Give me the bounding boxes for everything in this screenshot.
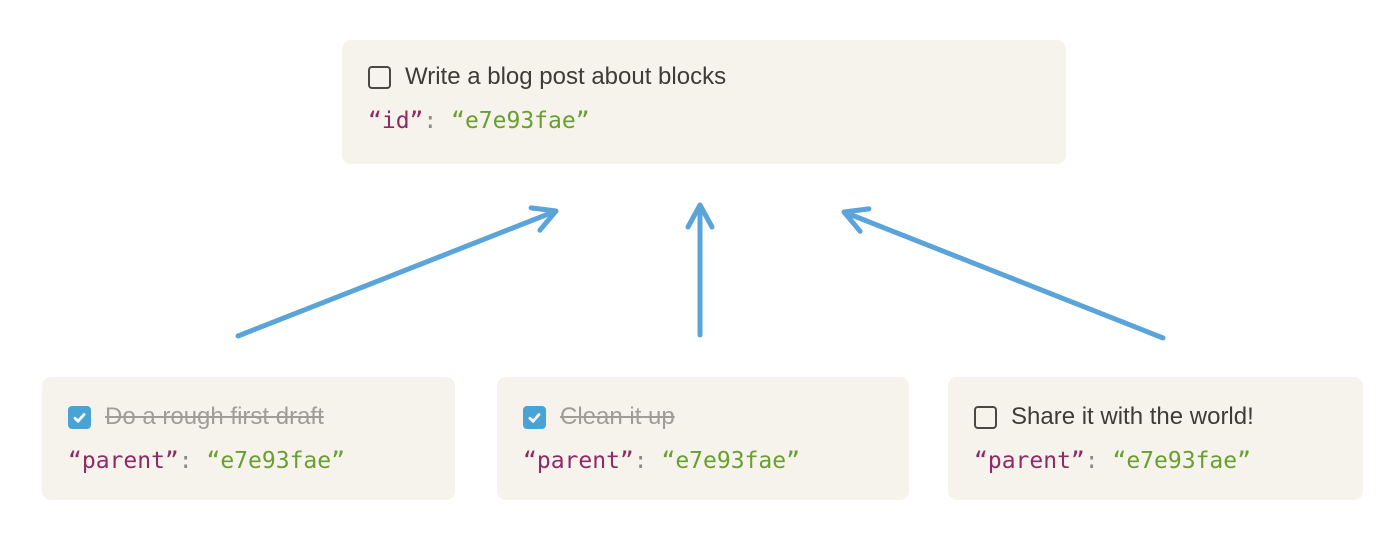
- task-checkbox[interactable]: [523, 405, 546, 429]
- code-key: “parent”: [68, 448, 179, 474]
- arrow-child1-to-parent: [235, 205, 559, 339]
- code-line: “parent”: “e7e93fae”: [974, 446, 1337, 476]
- code-key: “parent”: [523, 448, 634, 474]
- child-task-card-2: Clean it up “parent”: “e7e93fae”: [497, 377, 909, 500]
- task-row: Write a blog post about blocks: [368, 63, 1040, 91]
- task-row: Do a rough first draft: [68, 403, 429, 431]
- task-label: Clean it up: [560, 403, 675, 430]
- task-row: Clean it up: [523, 403, 883, 431]
- code-punct: :: [178, 448, 207, 474]
- task-row: Share it with the world!: [974, 403, 1337, 431]
- task-checkbox[interactable]: [68, 405, 91, 429]
- task-label: Do a rough first draft: [105, 403, 324, 430]
- code-punct: :: [633, 448, 662, 474]
- task-label: Write a blog post about blocks: [405, 63, 727, 90]
- code-line: “id”: “e7e93fae”: [368, 106, 1040, 136]
- code-key: “id”: [368, 108, 424, 134]
- code-punct: :: [1084, 448, 1113, 474]
- child-task-card-1: Do a rough first draft “parent”: “e7e93f…: [42, 377, 455, 500]
- parent-task-card: Write a blog post about blocks “id”: “e7…: [342, 40, 1066, 164]
- code-punct: :: [423, 108, 452, 134]
- checkmark-icon: [73, 412, 86, 423]
- arrow-child3-to-parent: [841, 206, 1166, 341]
- code-key: “parent”: [974, 448, 1085, 474]
- code-line: “parent”: “e7e93fae”: [523, 446, 883, 476]
- task-label: Share it with the world!: [1011, 403, 1254, 430]
- code-value: “e7e93fae”: [661, 448, 800, 474]
- code-value: “e7e93fae”: [451, 108, 590, 134]
- child-task-card-3: Share it with the world! “parent”: “e7e9…: [948, 377, 1363, 500]
- code-line: “parent”: “e7e93fae”: [68, 446, 429, 476]
- checkmark-icon: [528, 412, 541, 423]
- task-checkbox[interactable]: [974, 405, 997, 429]
- code-value: “e7e93fae”: [206, 448, 345, 474]
- task-checkbox[interactable]: [368, 65, 391, 89]
- code-value: “e7e93fae”: [1112, 448, 1251, 474]
- arrow-child2-to-parent: [685, 202, 715, 338]
